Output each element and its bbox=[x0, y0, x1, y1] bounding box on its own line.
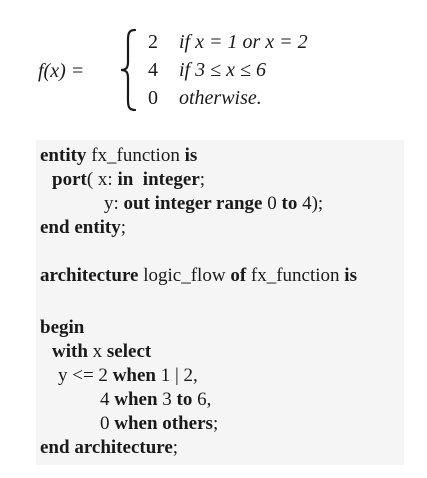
code-keyword: integer bbox=[142, 169, 200, 190]
code-line-architecture: architecture logic_flow of fx_function i… bbox=[40, 264, 357, 288]
code-text: ; bbox=[172, 437, 179, 458]
case-condition: if x = 1 or x = 2 bbox=[179, 31, 308, 53]
code-text: y: bbox=[104, 193, 124, 214]
code-text: ; bbox=[212, 413, 219, 434]
code-keyword: is bbox=[344, 265, 357, 286]
left-brace bbox=[120, 28, 137, 112]
case-condition: otherwise. bbox=[179, 87, 262, 109]
code-text: fx_function bbox=[246, 265, 345, 286]
formula-lhs: f(x) = bbox=[38, 60, 84, 83]
code-text: 4 bbox=[100, 389, 115, 410]
code-keyword: port bbox=[52, 169, 87, 190]
code-keyword: end entity bbox=[40, 217, 121, 238]
code-keyword: out integer range bbox=[123, 193, 263, 214]
code-line-when-others: 0 when others; bbox=[100, 412, 218, 436]
code-keyword: entity bbox=[40, 145, 87, 166]
case-value: 0 bbox=[148, 87, 158, 109]
code-keyword: when others bbox=[114, 413, 213, 434]
formula-case-1: 2 if x = 1 or x = 2 bbox=[148, 30, 308, 54]
code-line-begin: begin bbox=[40, 316, 84, 340]
code-text: x bbox=[87, 341, 107, 362]
code-line-port-y: y: out integer range 0 to 4); bbox=[104, 192, 323, 216]
vhdl-code-block: entity fx_function is port( x: in intege… bbox=[36, 140, 404, 465]
case-value: 4 bbox=[148, 59, 158, 81]
code-line-entity: entity fx_function is bbox=[40, 144, 197, 168]
case-condition: if 3 ≤ x ≤ 6 bbox=[179, 59, 266, 81]
code-keyword: architecture bbox=[40, 265, 139, 286]
code-text bbox=[133, 169, 143, 190]
code-line-port: port( x: in integer; bbox=[52, 168, 205, 192]
code-keyword: select bbox=[106, 341, 152, 362]
code-keyword: to bbox=[281, 193, 298, 214]
code-keyword: of bbox=[230, 265, 247, 286]
code-line-when-2: 4 when 3 to 6, bbox=[100, 388, 211, 412]
code-keyword: in bbox=[117, 169, 134, 190]
code-keyword: to bbox=[176, 389, 193, 410]
code-keyword: end architecture bbox=[40, 437, 173, 458]
code-text: 1 | 2, bbox=[155, 365, 198, 386]
code-text: 4); bbox=[297, 193, 324, 214]
formula-lhs-text: f(x) = bbox=[38, 60, 85, 82]
code-text: ( x: bbox=[86, 169, 118, 190]
code-line-when-1: y <= 2 when 1 | 2, bbox=[58, 364, 198, 388]
code-keyword: when bbox=[114, 389, 158, 410]
formula-case-3: 0 otherwise. bbox=[148, 86, 262, 110]
case-value: 2 bbox=[148, 31, 158, 53]
code-text: 6, bbox=[192, 389, 212, 410]
code-text: 0 bbox=[262, 193, 282, 214]
code-text: 3 bbox=[157, 389, 177, 410]
code-text: ; bbox=[120, 217, 127, 238]
code-text: 0 bbox=[100, 413, 115, 434]
code-text: fx_function bbox=[86, 145, 185, 166]
piecewise-formula: f(x) = 2 if x = 1 or x = 2 4 if 3 ≤ x ≤ … bbox=[0, 0, 427, 130]
code-text: ; bbox=[199, 169, 206, 190]
code-keyword: with bbox=[52, 341, 88, 362]
code-line-end-entity: end entity; bbox=[40, 216, 126, 240]
code-line-end-architecture: end architecture; bbox=[40, 436, 178, 460]
code-line-with-select: with x select bbox=[52, 340, 151, 364]
code-text: y <= 2 bbox=[58, 365, 113, 386]
formula-case-2: 4 if 3 ≤ x ≤ 6 bbox=[148, 58, 266, 82]
code-keyword: is bbox=[184, 145, 198, 166]
code-keyword: begin bbox=[40, 317, 85, 338]
code-text: logic_flow bbox=[138, 265, 231, 286]
code-keyword: when bbox=[112, 365, 156, 386]
